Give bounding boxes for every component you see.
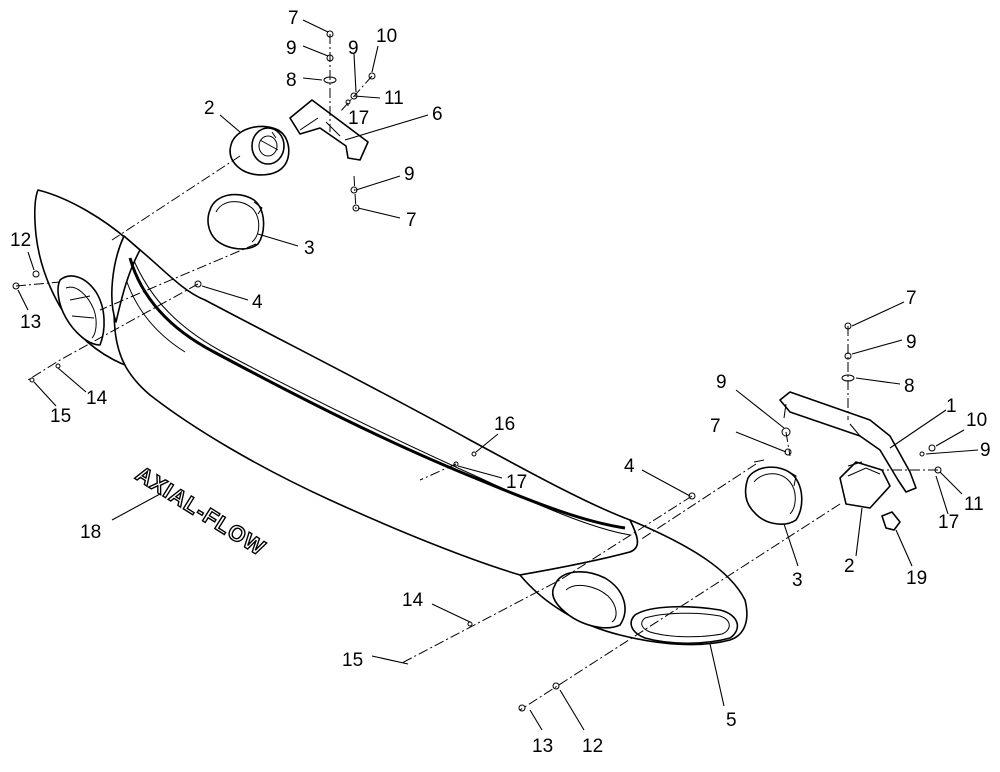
callout-18: 18: [80, 522, 101, 543]
bumper-body: [113, 239, 639, 576]
callout-labels: 7 9 8 9 10 11 17 6 2 9 7 3 12 13 4 14 15…: [10, 8, 991, 757]
callout-17: 17: [938, 512, 959, 533]
callout-9: 9: [716, 372, 727, 393]
callout-4: 4: [252, 292, 263, 313]
callout-7: 7: [406, 210, 417, 231]
callout-15: 15: [50, 406, 71, 427]
callout-9: 9: [980, 440, 991, 461]
right-bracket: [779, 391, 917, 493]
callout-8: 8: [286, 70, 297, 91]
axial-flow-decal: AXIAL-FLOW: [131, 460, 271, 561]
callout-2: 2: [844, 556, 855, 577]
logo-text: AXIAL-FLOW: [131, 461, 270, 561]
callout-3: 3: [304, 238, 315, 259]
callout-10: 10: [966, 410, 987, 431]
right-oval-opening: [630, 605, 739, 645]
connector: [881, 511, 901, 531]
right-box-light: [839, 461, 891, 509]
callout-10: 10: [376, 26, 397, 47]
callout-17: 17: [348, 108, 369, 129]
callout-7: 7: [906, 288, 917, 309]
callout-7: 7: [710, 416, 721, 437]
callout-17: 17: [506, 472, 527, 493]
callout-15: 15: [342, 650, 363, 671]
callout-13: 13: [20, 312, 41, 333]
callout-9: 9: [906, 332, 917, 353]
callout-12: 12: [10, 230, 31, 251]
callout-9: 9: [286, 38, 297, 59]
callout-14: 14: [86, 388, 108, 409]
callout-5: 5: [726, 710, 737, 731]
callout-16: 16: [494, 414, 515, 435]
front-cover-assembly: [33, 189, 748, 646]
callout-13: 13: [532, 736, 553, 757]
callout-14: 14: [402, 590, 424, 611]
left-bracket: [289, 99, 369, 161]
callout-1: 1: [946, 396, 957, 417]
callout-11: 11: [384, 88, 404, 109]
callout-3: 3: [792, 570, 803, 591]
callout-4: 4: [624, 456, 635, 477]
left-work-light: [229, 125, 290, 176]
leader-lines: [17, 19, 979, 731]
callout-11: 11: [964, 494, 984, 515]
callout-7: 7: [288, 8, 299, 29]
callout-19: 19: [906, 568, 927, 589]
right-round-light: [744, 459, 803, 525]
callout-9: 9: [348, 38, 359, 59]
callout-6: 6: [432, 104, 443, 125]
callout-12: 12: [582, 736, 603, 757]
callout-9: 9: [404, 164, 415, 185]
assembly-lines: [15, 34, 938, 711]
callout-8: 8: [904, 376, 915, 397]
callout-2: 2: [204, 98, 215, 119]
left-round-light: [207, 193, 265, 250]
right-light-opening: [551, 571, 626, 629]
left-light-opening: [57, 275, 105, 346]
